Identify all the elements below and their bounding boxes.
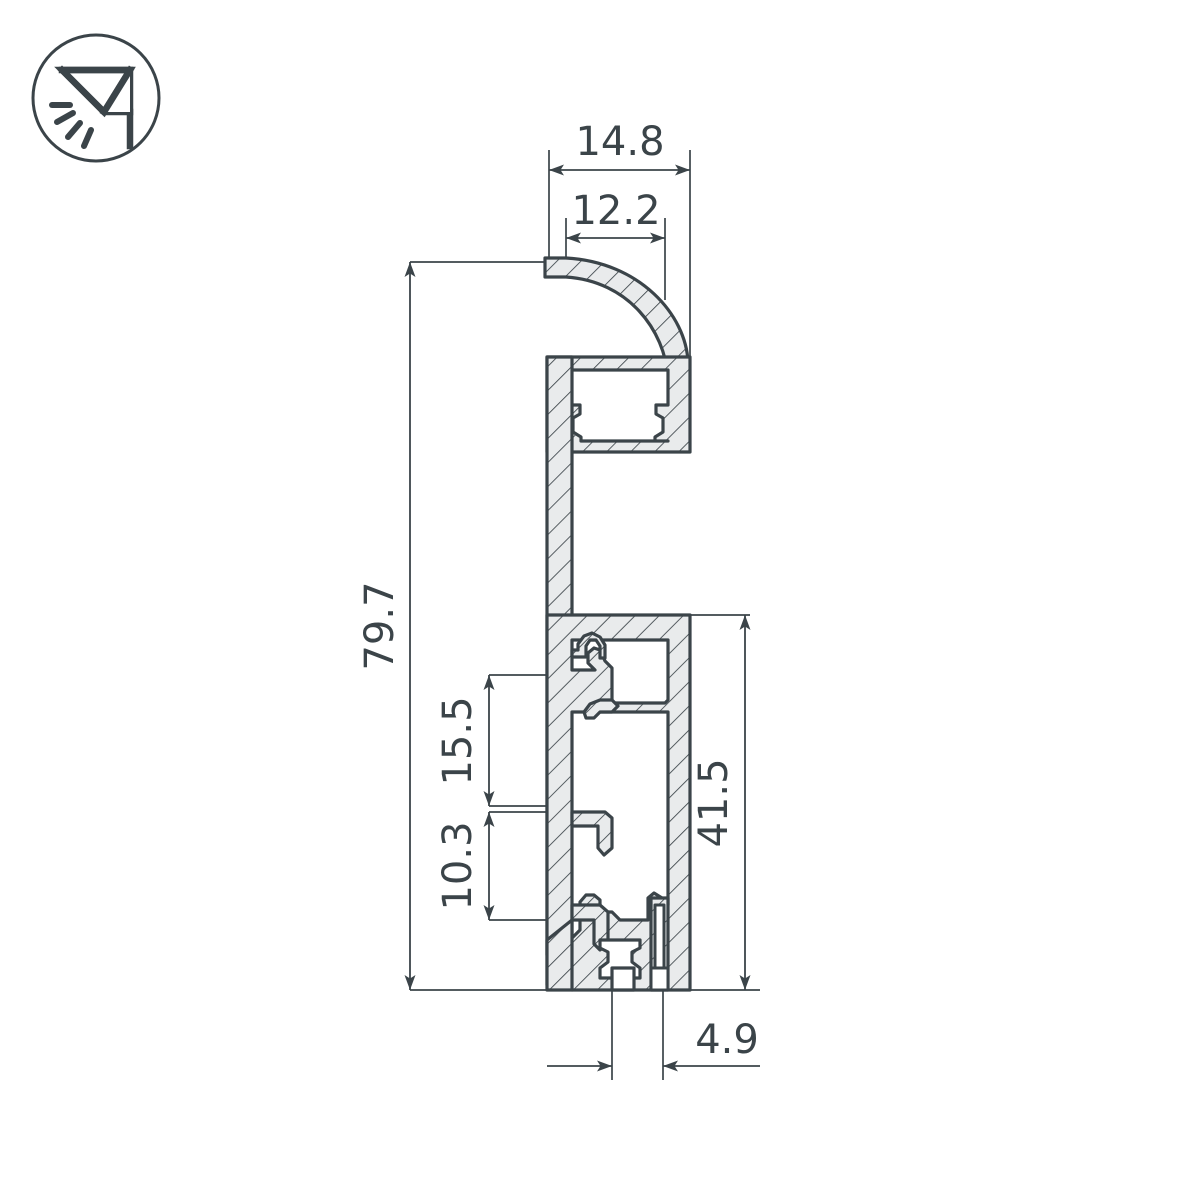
dim-label-15-5: 15.5 (435, 696, 481, 785)
base-chamfer-block (545, 918, 574, 992)
dim-label-10-3: 10.3 (435, 821, 481, 910)
wall-washer-icon (54, 65, 136, 150)
dim-label-12-2: 12.2 (571, 188, 660, 234)
middle-shelf-tab (570, 810, 614, 857)
dim-label-14-8: 14.8 (575, 119, 664, 165)
right-rib-inner-slot (653, 903, 666, 970)
dimension-arrows (404, 164, 760, 1072)
dim-label-41-5: 41.5 (691, 758, 737, 847)
dim-label-4-9: 4.9 (695, 1017, 759, 1063)
profile-cross-section (543, 256, 692, 992)
base-slot-notch-left (610, 966, 636, 992)
badge-icon-group (31, 33, 161, 163)
light-rays-icon (49, 102, 94, 149)
lower-shelf-tab (570, 903, 610, 952)
mid-clip-lower-tab (582, 698, 620, 720)
upper-channel-cavity (566, 368, 670, 443)
dim-label-79-7: 79.7 (357, 581, 403, 670)
base-slot-notch-right (649, 966, 670, 992)
mid-clip-hook (570, 631, 607, 660)
